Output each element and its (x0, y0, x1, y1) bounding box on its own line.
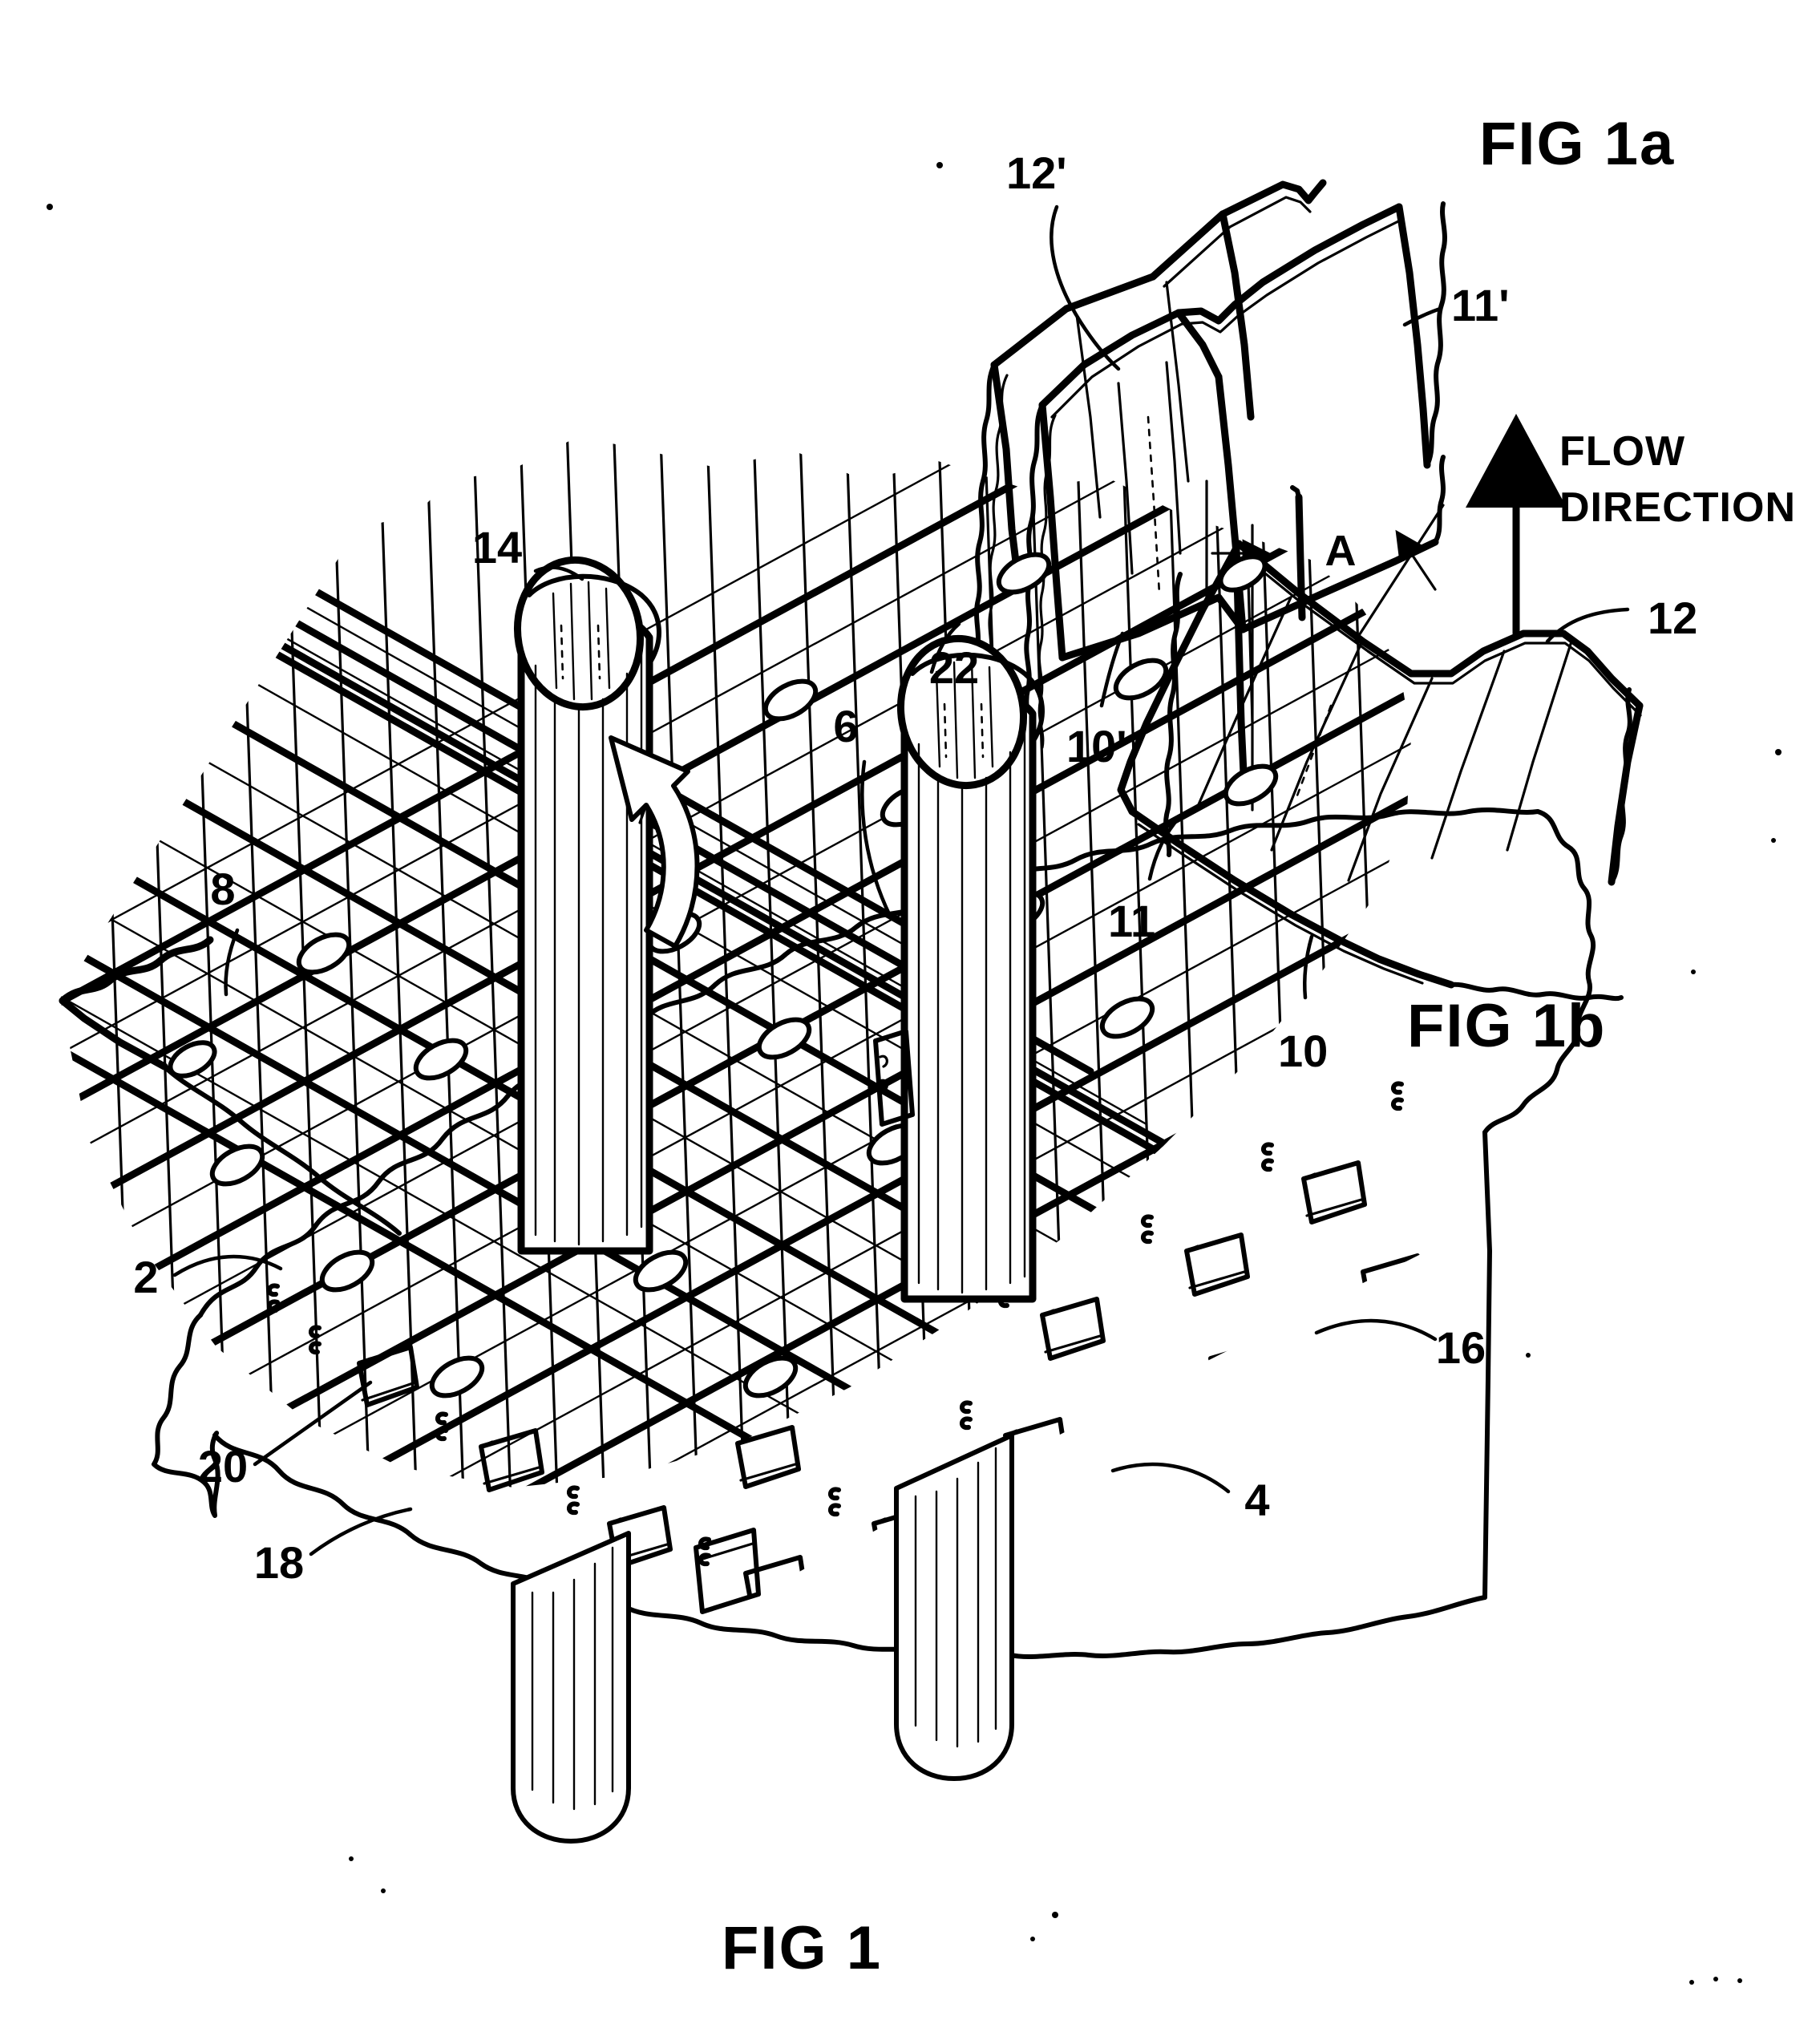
tube-upper-left (513, 556, 661, 1255)
scan-artifacts (47, 162, 1782, 1985)
ref-numeral-11-prime: 11' (1451, 280, 1510, 330)
leader-6 (860, 759, 892, 918)
figure-1-caption: FIG 1 (722, 1914, 882, 1982)
fig1b-main-flank (1117, 540, 1644, 1002)
leader-20 (253, 1380, 373, 1467)
figure-1b-group: A FLOW DIRECTION (1108, 414, 1796, 1076)
leader-16 (1314, 1318, 1438, 1342)
tube-upper-right (896, 634, 1045, 1303)
tube-collar-upper (873, 1029, 915, 1127)
fig1b-leader-12 (1545, 607, 1630, 644)
ref-numeral-10: 10 (1278, 1026, 1328, 1076)
leader-14 (533, 565, 584, 581)
corrugated-fin-pack (60, 437, 1411, 1488)
ref-numeral-2: 2 (133, 1252, 158, 1302)
leader-4 (1110, 1462, 1231, 1494)
leader-2 (172, 1254, 283, 1277)
fig1a-leader-12prime (1050, 204, 1121, 371)
ref-numeral-20: 20 (198, 1441, 248, 1492)
tube-stub-right (894, 1433, 1014, 1781)
tube-stub-left (511, 1531, 631, 1844)
fig1b-leader-10 (1303, 934, 1314, 1000)
ref-numeral-22: 22 (929, 642, 979, 693)
ref-numeral-12-prime: 12' (1006, 148, 1067, 198)
section-marker-a: A (1325, 527, 1357, 575)
leader-22 (929, 621, 961, 674)
leader-18 (309, 1507, 413, 1556)
ref-numeral-8: 8 (210, 864, 235, 914)
ref-numeral-16: 16 (1436, 1322, 1486, 1373)
flow-direction-label-line2: DIRECTION (1559, 484, 1796, 531)
ref-numeral-4: 4 (1244, 1475, 1269, 1525)
ref-numeral-14: 14 (472, 522, 522, 573)
fig1a-leader-11prime (1402, 306, 1442, 327)
ridge-family-b (60, 437, 1411, 1488)
flow-direction-label-line1: FLOW (1559, 428, 1685, 475)
fig1a-sheet-continuation (1239, 201, 1447, 633)
leader-8 (224, 928, 240, 997)
flow-arrow-between-tubes (609, 735, 700, 949)
fig1a-rear-flank (973, 179, 1327, 717)
ref-numeral-12: 12 (1648, 593, 1697, 643)
figure-1a-caption: FIG 1a (1479, 110, 1675, 178)
ref-numeral-6: 6 (833, 701, 858, 751)
fig1a-front-flank (1024, 203, 1403, 749)
figure-1-group: 14 6 22 8 2 20 (59, 437, 1596, 1982)
tube-collar-lower (694, 1528, 761, 1614)
ref-numeral-18: 18 (254, 1537, 304, 1588)
fin-fan-lines (60, 437, 1411, 1488)
